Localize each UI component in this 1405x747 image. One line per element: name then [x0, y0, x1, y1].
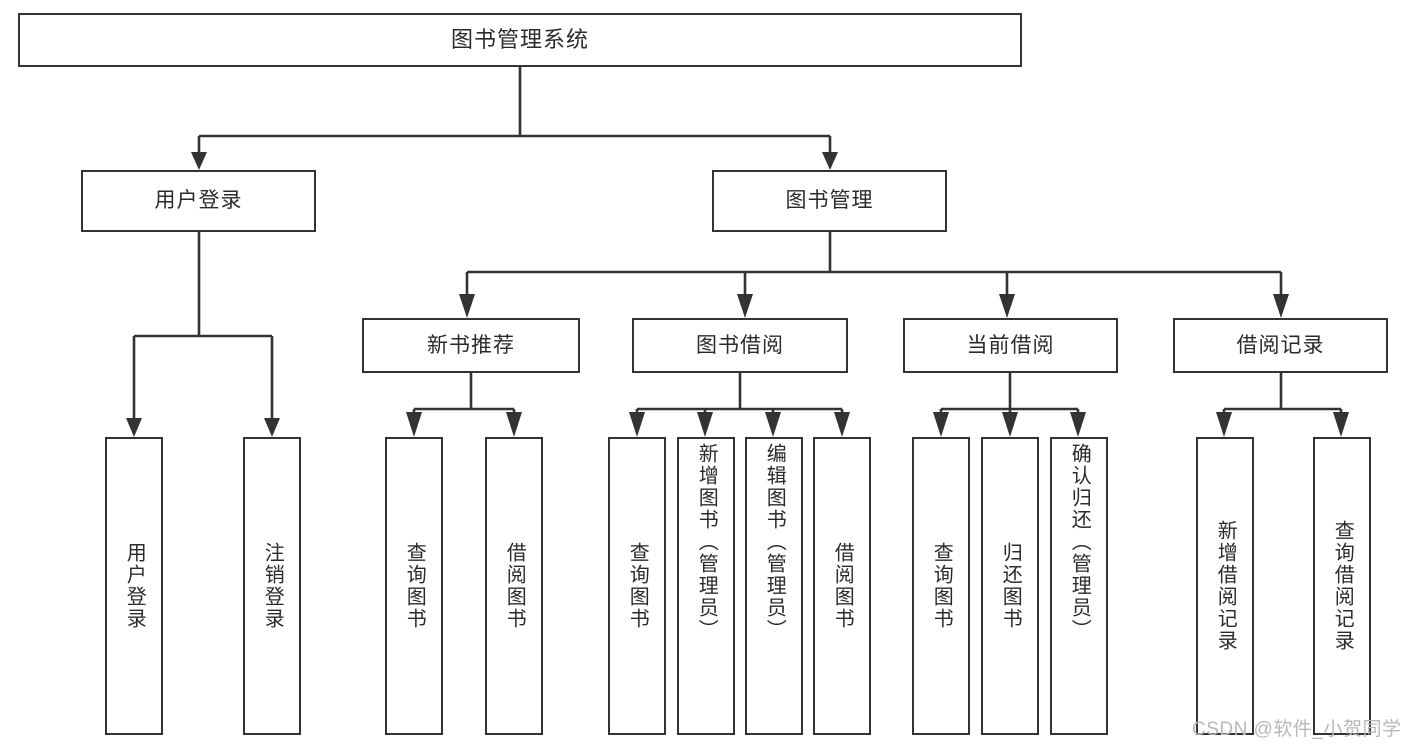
node-current-borrow[interactable]: 当前借阅	[903, 318, 1118, 373]
node-leaf-confirm-return[interactable]: 确认归还（管理员）	[1050, 437, 1108, 735]
watermark-text: CSDN @软件_小贺同学	[1192, 719, 1402, 740]
arrowhead-leaf-query-book-3	[933, 412, 949, 437]
node-root-system[interactable]: 图书管理系统	[18, 13, 1022, 67]
node-user-login[interactable]: 用户登录	[81, 170, 316, 232]
node-leaf-logout[interactable]: 注销登录	[243, 437, 301, 735]
node-leaf-return-book[interactable]: 归还图书	[981, 437, 1039, 735]
node-label: 查询图书	[930, 542, 953, 630]
arrowhead-leaf-return-book	[1002, 412, 1018, 437]
node-label: 新增借阅记录	[1214, 520, 1237, 652]
node-label: 查询图书	[403, 542, 426, 630]
node-leaf-query-borrow-record[interactable]: 查询借阅记录	[1313, 437, 1371, 735]
node-book-borrow[interactable]: 图书借阅	[632, 318, 848, 373]
node-label: 注销登录	[261, 542, 284, 630]
node-label: 图书借阅	[696, 333, 784, 357]
arrowhead-new-book	[459, 294, 475, 318]
node-leaf-user-login[interactable]: 用户登录	[105, 437, 163, 735]
arrowhead-leaf-query-book-2	[629, 412, 645, 437]
node-label: 新书推荐	[427, 333, 515, 357]
arrowhead-leaf-logout	[264, 418, 280, 437]
node-label: 用户登录	[154, 189, 243, 213]
node-leaf-add-borrow-record[interactable]: 新增借阅记录	[1196, 437, 1254, 735]
node-label: 图书管理系统	[450, 26, 589, 52]
node-label: 新增图书（管理员）	[695, 443, 718, 641]
arrowhead-leaf-confirm-return	[1070, 412, 1086, 437]
node-label: 查询借阅记录	[1331, 520, 1354, 652]
node-leaf-add-book[interactable]: 新增图书（管理员）	[677, 437, 735, 735]
node-label: 当前借阅	[966, 333, 1055, 357]
node-label: 编辑图书（管理员）	[763, 443, 786, 641]
arrowhead-book-manage	[822, 152, 838, 170]
arrowhead-leaf-borrow-book-2	[834, 412, 850, 437]
arrowhead-user-login	[191, 152, 207, 170]
node-leaf-borrow-book-recommend[interactable]: 借阅图书	[485, 437, 543, 735]
node-label: 借阅记录	[1236, 333, 1325, 357]
arrowhead-leaf-edit-book	[765, 412, 781, 437]
node-book-manage[interactable]: 图书管理	[712, 170, 947, 232]
node-label: 借阅图书	[831, 542, 854, 630]
node-borrow-record[interactable]: 借阅记录	[1173, 318, 1388, 373]
node-leaf-query-book-current[interactable]: 查询图书	[912, 437, 970, 735]
arrowhead-borrow-record	[1273, 294, 1289, 318]
arrowhead-book-borrow	[737, 294, 753, 318]
node-label: 查询图书	[626, 542, 649, 630]
arrowhead-leaf-borrow-book-1	[506, 412, 522, 437]
node-leaf-query-book-borrow[interactable]: 查询图书	[608, 437, 666, 735]
node-label: 归还图书	[999, 542, 1022, 630]
node-leaf-edit-book[interactable]: 编辑图书（管理员）	[745, 437, 803, 735]
arrowhead-leaf-add-record	[1216, 412, 1232, 437]
arrowhead-leaf-add-book	[697, 412, 713, 437]
node-new-book-recommend[interactable]: 新书推荐	[362, 318, 580, 373]
node-label: 确认归还（管理员）	[1068, 443, 1091, 641]
node-leaf-query-book-recommend[interactable]: 查询图书	[385, 437, 443, 735]
arrowhead-current-borrow	[999, 294, 1015, 318]
node-leaf-borrow-book[interactable]: 借阅图书	[813, 437, 871, 735]
node-label: 图书管理	[785, 189, 874, 213]
arrowhead-leaf-query-book-1	[406, 412, 422, 437]
arrowhead-leaf-user-login	[126, 418, 142, 437]
node-label: 借阅图书	[503, 542, 526, 630]
node-label: 用户登录	[123, 542, 146, 630]
arrowhead-leaf-query-record	[1333, 412, 1349, 437]
